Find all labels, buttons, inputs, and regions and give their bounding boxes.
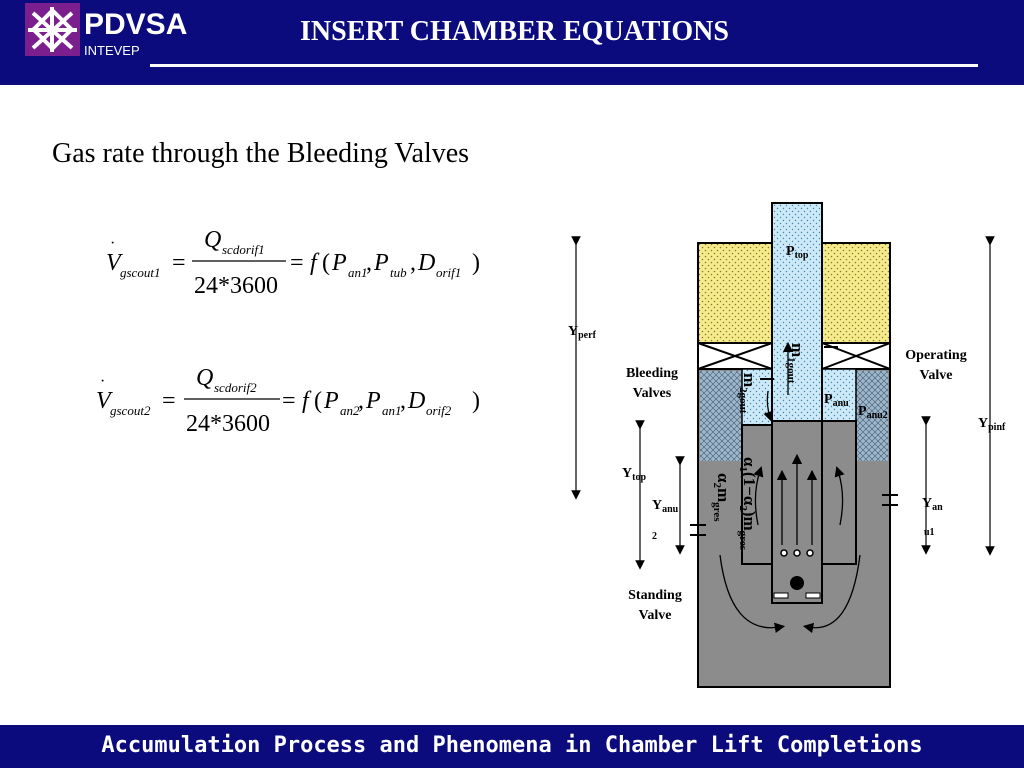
svg-text:Yan: Yan	[922, 496, 943, 513]
brand-subname: INTEVEP	[84, 43, 140, 58]
svg-text:Ypinf: Ypinf	[978, 416, 1006, 433]
pdvsa-logo	[25, 3, 80, 56]
svg-text:Yperf: Yperf	[568, 324, 597, 341]
logo-mark-icon	[28, 7, 77, 52]
y-top-label: Y	[622, 466, 632, 481]
eq2-lhs-var: V	[96, 388, 113, 414]
eq1-equals-2: =	[290, 250, 304, 276]
eq1-den: 24*3600	[194, 273, 278, 299]
eq2-arg2-sub: an1	[382, 403, 402, 418]
eq2-equals-1: =	[162, 388, 176, 414]
eq1-arg2-var: P	[373, 250, 389, 276]
y-anu2-label: Y	[652, 498, 662, 513]
eq1-lhs-var: V	[106, 250, 123, 276]
p-anu-label: P	[824, 392, 833, 407]
svg-text:α2mgres: α2mgres	[711, 473, 733, 522]
svg-text:,: ,	[358, 388, 364, 414]
eq2-den: 24*3600	[186, 411, 270, 437]
svg-text:): )	[472, 250, 480, 276]
footer-bar	[0, 725, 1024, 768]
production-tubing	[771, 202, 823, 424]
svg-text:Ptop: Ptop	[786, 244, 809, 261]
p-anu2-label: P	[858, 404, 867, 419]
eq1-arg3-sub: orif1	[436, 265, 461, 280]
eq2-num-sub: scdorif2	[214, 380, 257, 395]
p-top-label: P	[786, 244, 795, 259]
svg-text:,: ,	[410, 250, 416, 276]
brand-name: PDVSA	[84, 8, 188, 41]
y-anu2-tail: 2	[652, 531, 657, 542]
eq2-equals-2: =	[282, 388, 296, 414]
y-anu1-label: Y	[922, 496, 932, 511]
m2gout-label: m	[740, 373, 759, 387]
eq1-num-sub: scdorif1	[222, 242, 265, 257]
insert-chamber-diagram: Ptop Panu Panu2 Yperf Ypinf Ytop Yanu 2 …	[568, 202, 1006, 688]
svg-text:Panu2: Panu2	[858, 404, 888, 421]
eq1-arg1-sub: an1	[348, 265, 368, 280]
eq1-arg2-sub: tub	[390, 265, 407, 280]
eq2-arg1-sub: an2	[340, 403, 360, 418]
eq2-arg1-var: P	[323, 388, 339, 414]
eq2-arg2-var: P	[365, 388, 381, 414]
slide-title: INSERT CHAMBER EQUATIONS	[300, 16, 729, 47]
section-heading: Gas rate through the Bleeding Valves	[52, 138, 470, 169]
y-anu1-tail: u1	[924, 527, 935, 538]
svg-text:,: ,	[400, 388, 406, 414]
equation-2: V · gscout2 = Q scdorif2 24*3600 = f ( P…	[96, 365, 480, 437]
eq2-func: f	[302, 388, 312, 414]
y-perf-label: Y	[568, 324, 578, 339]
svg-text:,: ,	[366, 250, 372, 276]
header-bar	[0, 0, 1024, 85]
equation-1: V · gscout1 = Q scdorif1 24*3600 = f ( P…	[106, 227, 480, 299]
svg-text:(: (	[314, 388, 322, 414]
alpha1-label: α	[740, 457, 759, 467]
eq2-arg3-sub: orif2	[426, 403, 452, 418]
eq2-num-var: Q	[196, 365, 213, 391]
eq1-dot: ·	[110, 235, 115, 252]
standing-valve-ball	[790, 576, 804, 590]
svg-text:Panu: Panu	[824, 392, 849, 409]
annulus-gas-right	[856, 371, 888, 461]
eq1-arg1-var: P	[331, 250, 347, 276]
annulus-gas-left	[700, 371, 742, 461]
standing-valve-label-1: Standing	[628, 588, 682, 603]
eq1-func: f	[310, 250, 320, 276]
standing-valve-label-2: Valve	[639, 608, 672, 623]
inner-annulus-gas	[821, 368, 857, 422]
operating-valve-label-1: Operating	[905, 348, 966, 363]
eq1-num-var: Q	[204, 227, 221, 253]
svg-text:): )	[472, 388, 480, 414]
svg-text:Yanu: Yanu	[652, 498, 679, 515]
eq2-arg3-var: D	[407, 388, 425, 414]
eq1-arg3-var: D	[417, 250, 435, 276]
footer-title: Accumulation Process and Phenomena in Ch…	[101, 733, 923, 758]
m1gout-label: m	[788, 343, 807, 357]
eq1-equals-1: =	[172, 250, 186, 276]
operating-valve-label-2: Valve	[920, 368, 953, 383]
eq1-lhs-sub: gscout1	[120, 265, 160, 280]
svg-text:α1(1−α2)mgres: α1(1−α2)mgres	[737, 457, 759, 551]
bleeding-valves-label-2: Valves	[633, 386, 672, 401]
bleeding-valves-label-1: Bleeding	[626, 366, 678, 381]
eq2-lhs-sub: gscout2	[110, 403, 151, 418]
svg-text:Ytop: Ytop	[622, 466, 646, 483]
svg-text:m2gout: m2gout	[737, 373, 759, 414]
eq2-dot: ·	[100, 373, 105, 390]
svg-text:(: (	[322, 250, 330, 276]
y-pinf-label: Y	[978, 416, 988, 431]
alpha2-label: α	[714, 473, 733, 483]
title-underline	[150, 64, 978, 67]
svg-text:m1gout: m1gout	[785, 343, 807, 384]
